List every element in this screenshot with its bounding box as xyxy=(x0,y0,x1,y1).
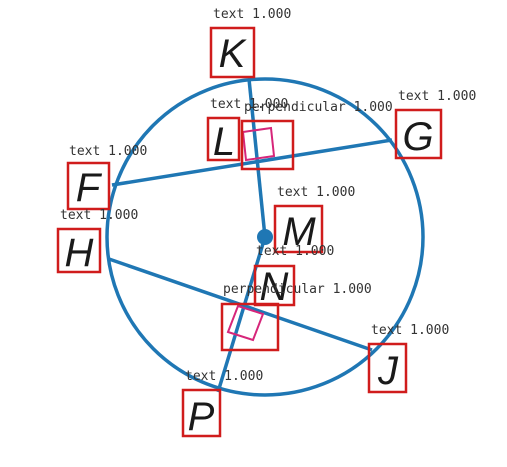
annotation-p: text 1.000 xyxy=(185,369,263,384)
label-h: H xyxy=(65,231,94,275)
right-angle-marker-top xyxy=(241,126,276,162)
label-l: L xyxy=(213,120,235,164)
circle xyxy=(105,77,425,397)
annotation-h: text 1.000 xyxy=(60,208,138,223)
label-g: G xyxy=(402,115,433,159)
annotation-k: text 1.000 xyxy=(213,7,291,22)
box-perpendicular-bottom xyxy=(220,302,280,352)
box-f xyxy=(66,161,111,211)
label-f: F xyxy=(76,166,103,210)
box-j xyxy=(367,342,408,394)
label-m: M xyxy=(282,210,316,254)
chord-fg xyxy=(111,138,393,187)
box-perpendicular-top xyxy=(240,119,295,171)
label-k: K xyxy=(219,32,248,76)
segment-mp xyxy=(216,236,267,393)
label-j: J xyxy=(377,349,399,393)
box-p xyxy=(181,388,222,438)
box-n xyxy=(253,264,296,307)
right-angle-marker-bottom xyxy=(226,304,265,342)
annotation-g: text 1.000 xyxy=(398,89,476,104)
annotation-f: text 1.000 xyxy=(69,144,147,159)
center-point xyxy=(257,229,273,245)
box-k xyxy=(209,26,256,79)
box-l xyxy=(206,116,241,162)
annotation-l: text 1.000 xyxy=(210,97,288,112)
annotation-perpendicular-bottom: perpendicular 1.000 xyxy=(223,282,372,297)
box-h xyxy=(56,227,102,274)
box-m xyxy=(273,204,324,254)
label-n: N xyxy=(260,265,289,309)
annotation-perpendicular-top: perpendicular 1.000 xyxy=(244,100,393,115)
box-g xyxy=(394,108,443,160)
label-p: P xyxy=(188,395,215,439)
annotation-n: text 1.000 xyxy=(256,244,334,259)
annotation-j: text 1.000 xyxy=(371,323,449,338)
annotation-m: text 1.000 xyxy=(277,185,355,200)
